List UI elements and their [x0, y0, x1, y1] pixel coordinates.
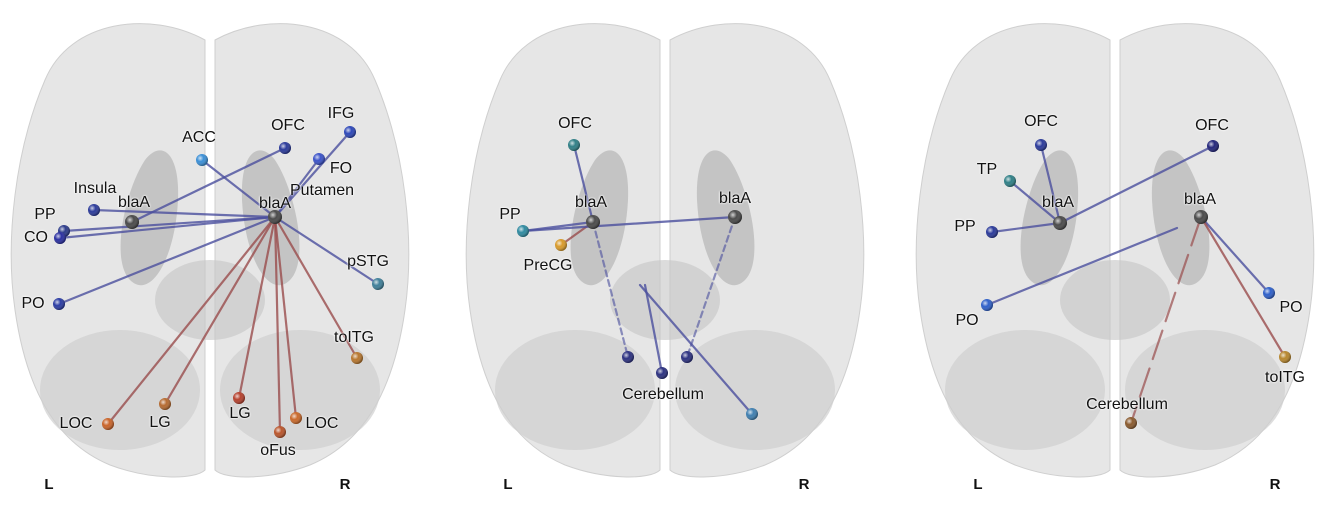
side-label-right: R	[340, 476, 351, 494]
label-blaA-left: blaA	[575, 194, 607, 212]
label-pp: PP	[34, 206, 55, 224]
label-pp: PP	[954, 218, 975, 236]
label-lg-left: LG	[149, 414, 170, 432]
label-pp: PP	[499, 206, 520, 224]
label-ofc: OFC	[558, 115, 592, 133]
label-cerebellum: Cerebellum	[1086, 396, 1168, 414]
label-ofus: oFus	[260, 442, 296, 460]
label-blaA-right: blaA	[719, 190, 751, 208]
label-tp: TP	[977, 161, 997, 179]
label-putamen: Putamen	[290, 182, 354, 200]
label-loc-right: LOC	[306, 415, 339, 433]
label-blaA-left: blaA	[1042, 194, 1074, 212]
label-toitg: toITG	[334, 329, 374, 347]
side-label-right: R	[1270, 476, 1281, 494]
brain-outline	[466, 24, 864, 477]
label-ifg: IFG	[328, 105, 355, 123]
brain-panel-2: blaA blaA OFC PP PreCG Cerebellum L R	[460, 0, 880, 518]
side-label-right: R	[799, 476, 810, 494]
side-label-left: L	[973, 476, 982, 494]
brain-panel-1: blaA blaA Insula PP CO PO ACC OFC IFG FO…	[0, 0, 420, 518]
brain-outline	[11, 24, 409, 477]
side-label-left: L	[503, 476, 512, 494]
label-acc: ACC	[182, 129, 216, 147]
label-co: CO	[24, 229, 48, 247]
label-toitg: toITG	[1265, 369, 1305, 387]
side-label-left: L	[44, 476, 53, 494]
label-blaA-right: blaA	[259, 195, 291, 213]
label-po-right: PO	[1279, 299, 1302, 317]
label-loc-left: LOC	[60, 415, 93, 433]
label-ofc-left: OFC	[1024, 113, 1058, 131]
label-pstg: pSTG	[347, 253, 389, 271]
label-precg: PreCG	[524, 257, 573, 275]
label-po-left: PO	[955, 312, 978, 330]
label-cerebellum: Cerebellum	[622, 386, 704, 404]
label-ofc: OFC	[271, 117, 305, 135]
label-po: PO	[21, 295, 44, 313]
brain-panel-3: blaA blaA OFC TP PP PO OFC PO toITG Cere…	[905, 0, 1327, 518]
label-ofc-right: OFC	[1195, 117, 1229, 135]
label-blaA-left: blaA	[118, 194, 150, 212]
label-insula: Insula	[74, 180, 117, 198]
label-lg-right: LG	[229, 405, 250, 423]
brain-graph-3	[905, 0, 1327, 518]
label-blaA-right: blaA	[1184, 191, 1216, 209]
label-fo: FO	[330, 160, 352, 178]
